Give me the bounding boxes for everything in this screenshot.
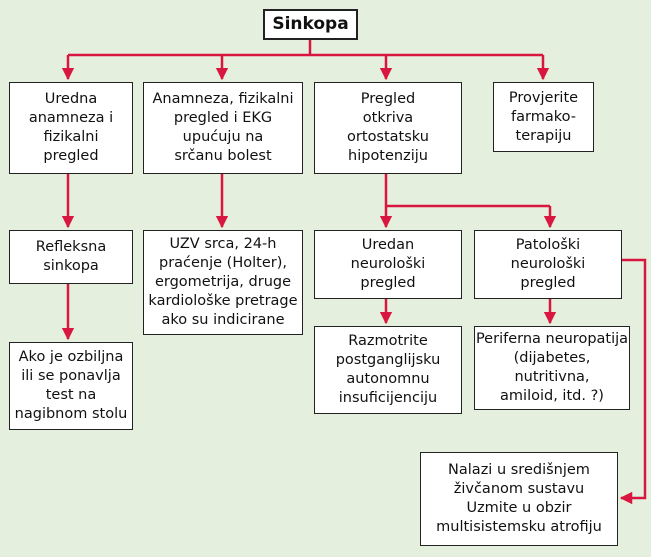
node-uredna-anamneza: Uredna anamneza i fizikalni pregled xyxy=(9,82,133,174)
node-anamneza-ekg: Anamneza, fizikalni pregled i EKG upućuj… xyxy=(143,82,303,174)
node-refleksna-sinkopa: Refleksna sinkopa xyxy=(9,230,133,284)
arrow-to-nalazi xyxy=(619,258,647,505)
node-sinkopa: Sinkopa xyxy=(263,9,358,40)
node-provjerite-farmakoterapiju: Provjerite farmako- terapiju xyxy=(493,82,594,152)
node-periferna-neuropatija: Periferna neuropatija (dijabetes, nutrit… xyxy=(474,326,630,410)
node-nalazi-sredisnjem: Nalazi u središnjem živčanom sustavu Uzm… xyxy=(420,452,618,546)
node-uredan-neuroloski: Uredan neurološki pregled xyxy=(314,230,462,299)
node-uzv-srca: UZV srca, 24-h praćenje (Holter), ergome… xyxy=(143,230,303,335)
node-razmotrite-postganglijsku: Razmotrite postganglijsku autonomnu insu… xyxy=(314,326,462,414)
node-ako-je-ozbiljna: Ako je ozbiljna ili se ponavlja test na … xyxy=(9,342,133,430)
node-patoloski-neuroloski: Patološki neurološki pregled xyxy=(474,230,622,299)
node-pregled-otkriva: Pregled otkriva ortostatsku hipotenziju xyxy=(314,82,462,174)
